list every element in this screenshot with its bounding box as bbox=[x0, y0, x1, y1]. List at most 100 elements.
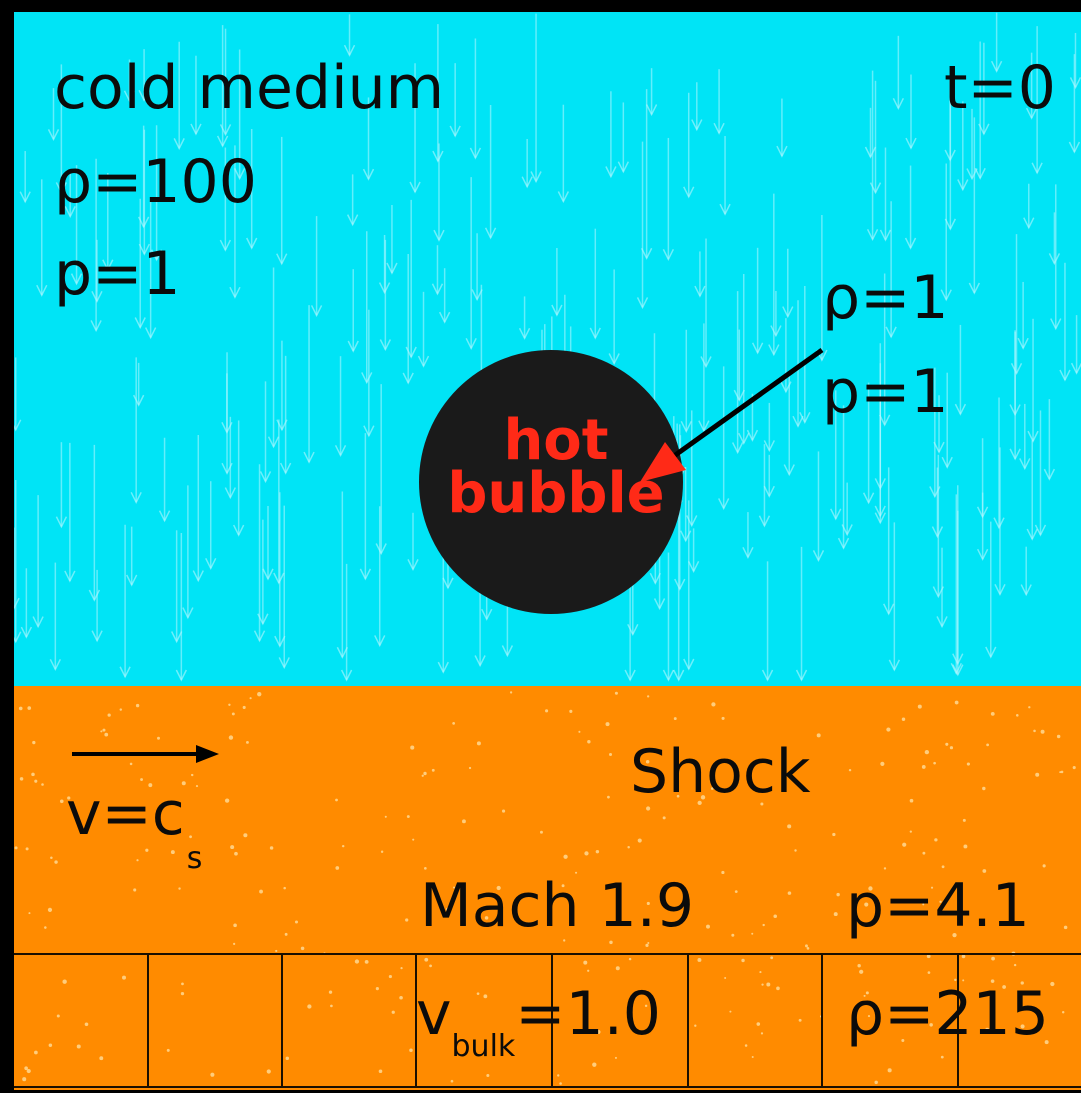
shock-speckle bbox=[711, 702, 716, 707]
flow-streak-head bbox=[905, 137, 917, 150]
bubble-pointer-arrowhead bbox=[640, 442, 686, 482]
shock-speckle bbox=[933, 761, 936, 765]
shock-speckle bbox=[863, 994, 866, 997]
shock-speckle bbox=[409, 1048, 413, 1053]
shock-speckle bbox=[954, 978, 957, 982]
shock-speckle bbox=[228, 703, 231, 706]
shock-speckle bbox=[985, 1027, 990, 1032]
shock-speckle bbox=[563, 854, 568, 859]
flow-streak-head bbox=[229, 286, 241, 299]
shock-speckle bbox=[107, 713, 111, 717]
shock-speckle bbox=[54, 860, 58, 864]
shock-speckle bbox=[294, 920, 298, 924]
shock-speckle bbox=[615, 966, 620, 971]
shock-speckle bbox=[44, 926, 47, 929]
shock-speckle bbox=[424, 867, 427, 870]
shock-speckle bbox=[741, 958, 745, 963]
flow-streak-head bbox=[14, 419, 22, 432]
flow-streak-head bbox=[362, 168, 375, 181]
flow-streak-head bbox=[521, 176, 533, 189]
flow-streak-head bbox=[88, 589, 101, 602]
flow-streak-head bbox=[952, 664, 964, 677]
shock-speckle bbox=[563, 939, 566, 942]
shock-speckle bbox=[832, 832, 836, 837]
flow-streak-head bbox=[1069, 77, 1081, 90]
shock-speckle bbox=[949, 746, 954, 750]
shock-speckle bbox=[607, 795, 610, 799]
shock-speckle bbox=[140, 778, 143, 781]
flow-streak-head bbox=[19, 191, 31, 204]
flow-streak-head bbox=[361, 372, 373, 385]
shock-speckle bbox=[982, 869, 987, 873]
flow-streak-head bbox=[780, 381, 792, 394]
flow-streak-head bbox=[90, 320, 102, 333]
flow-streak-head bbox=[605, 166, 617, 179]
shock-speckle bbox=[195, 785, 199, 788]
shock-speckle bbox=[963, 844, 968, 849]
shock-speckle bbox=[1015, 714, 1019, 717]
flow-streak-head bbox=[303, 451, 315, 464]
shock-speckle bbox=[628, 957, 632, 961]
flow-streak-head bbox=[55, 182, 68, 195]
flow-streak-head bbox=[518, 327, 531, 340]
flow-streak-head bbox=[551, 304, 563, 317]
flow-streak-head bbox=[402, 372, 414, 385]
flow-streak-head bbox=[501, 645, 514, 658]
shock-speckle bbox=[929, 1023, 933, 1027]
flow-streak-head bbox=[119, 666, 131, 679]
flow-streak-head bbox=[698, 420, 710, 433]
shock-speckle bbox=[246, 740, 249, 744]
shock-speckle bbox=[190, 773, 194, 777]
flow-streak-head bbox=[64, 570, 76, 583]
shock-speckle bbox=[676, 794, 680, 798]
flow-streak-head bbox=[336, 646, 349, 659]
shock-speckle bbox=[557, 1074, 560, 1077]
flow-streak-head bbox=[1050, 318, 1062, 331]
shock-speckle bbox=[284, 932, 288, 936]
shock-speckle bbox=[990, 711, 995, 716]
flow-streak-head bbox=[673, 669, 685, 682]
flow-streak-head bbox=[864, 146, 877, 159]
flow-streak-head bbox=[713, 122, 725, 135]
shock-speckle bbox=[224, 798, 230, 803]
shock-speckle bbox=[47, 907, 53, 912]
flow-streak-head bbox=[883, 603, 895, 616]
flow-streak-head bbox=[952, 653, 964, 666]
flow-streak-head bbox=[138, 243, 151, 256]
flow-streak-head bbox=[627, 623, 639, 637]
shock-speckle bbox=[27, 706, 32, 710]
flow-streak-head bbox=[866, 228, 879, 242]
simulation-panel: cold medium ρ=100 p=1 t=0 ρ=1 p=1 hot bu… bbox=[14, 12, 1081, 1090]
flow-streak-head bbox=[640, 247, 653, 260]
shock-speckle bbox=[941, 865, 945, 869]
bubble-pressure-label: p=1 bbox=[822, 357, 949, 427]
shock-speckle bbox=[380, 850, 384, 853]
flow-streak-head bbox=[123, 90, 136, 103]
shock-speckle bbox=[721, 870, 725, 875]
shock-speckle bbox=[887, 1068, 892, 1073]
shock-speckle bbox=[1035, 772, 1040, 777]
shock-speckle bbox=[1040, 729, 1045, 734]
shock-speckle bbox=[645, 759, 650, 764]
shock-speckle bbox=[721, 716, 725, 720]
flow-streak-head bbox=[812, 550, 825, 563]
flow-streak-head bbox=[379, 339, 392, 352]
flow-streak-head bbox=[557, 191, 570, 204]
shock-speckle bbox=[614, 1056, 617, 1059]
flow-streak-head bbox=[879, 229, 892, 242]
shock-speckle bbox=[476, 992, 480, 995]
flow-streak-head bbox=[976, 548, 989, 561]
flow-streak-head bbox=[47, 129, 60, 142]
shock-speckle bbox=[694, 1024, 697, 1027]
flow-streak-head bbox=[974, 167, 986, 180]
shock-speckle bbox=[135, 703, 140, 708]
shock-speckle bbox=[266, 1069, 271, 1074]
flow-streak-head bbox=[1009, 448, 1021, 461]
flow-streak-head bbox=[768, 344, 780, 357]
shock-speckle bbox=[269, 846, 274, 850]
shock-speckle bbox=[59, 799, 64, 804]
shock-speckle bbox=[335, 798, 338, 802]
flow-streak-head bbox=[653, 598, 666, 611]
shock-speckle bbox=[575, 871, 578, 874]
shock-speckle bbox=[901, 717, 906, 721]
